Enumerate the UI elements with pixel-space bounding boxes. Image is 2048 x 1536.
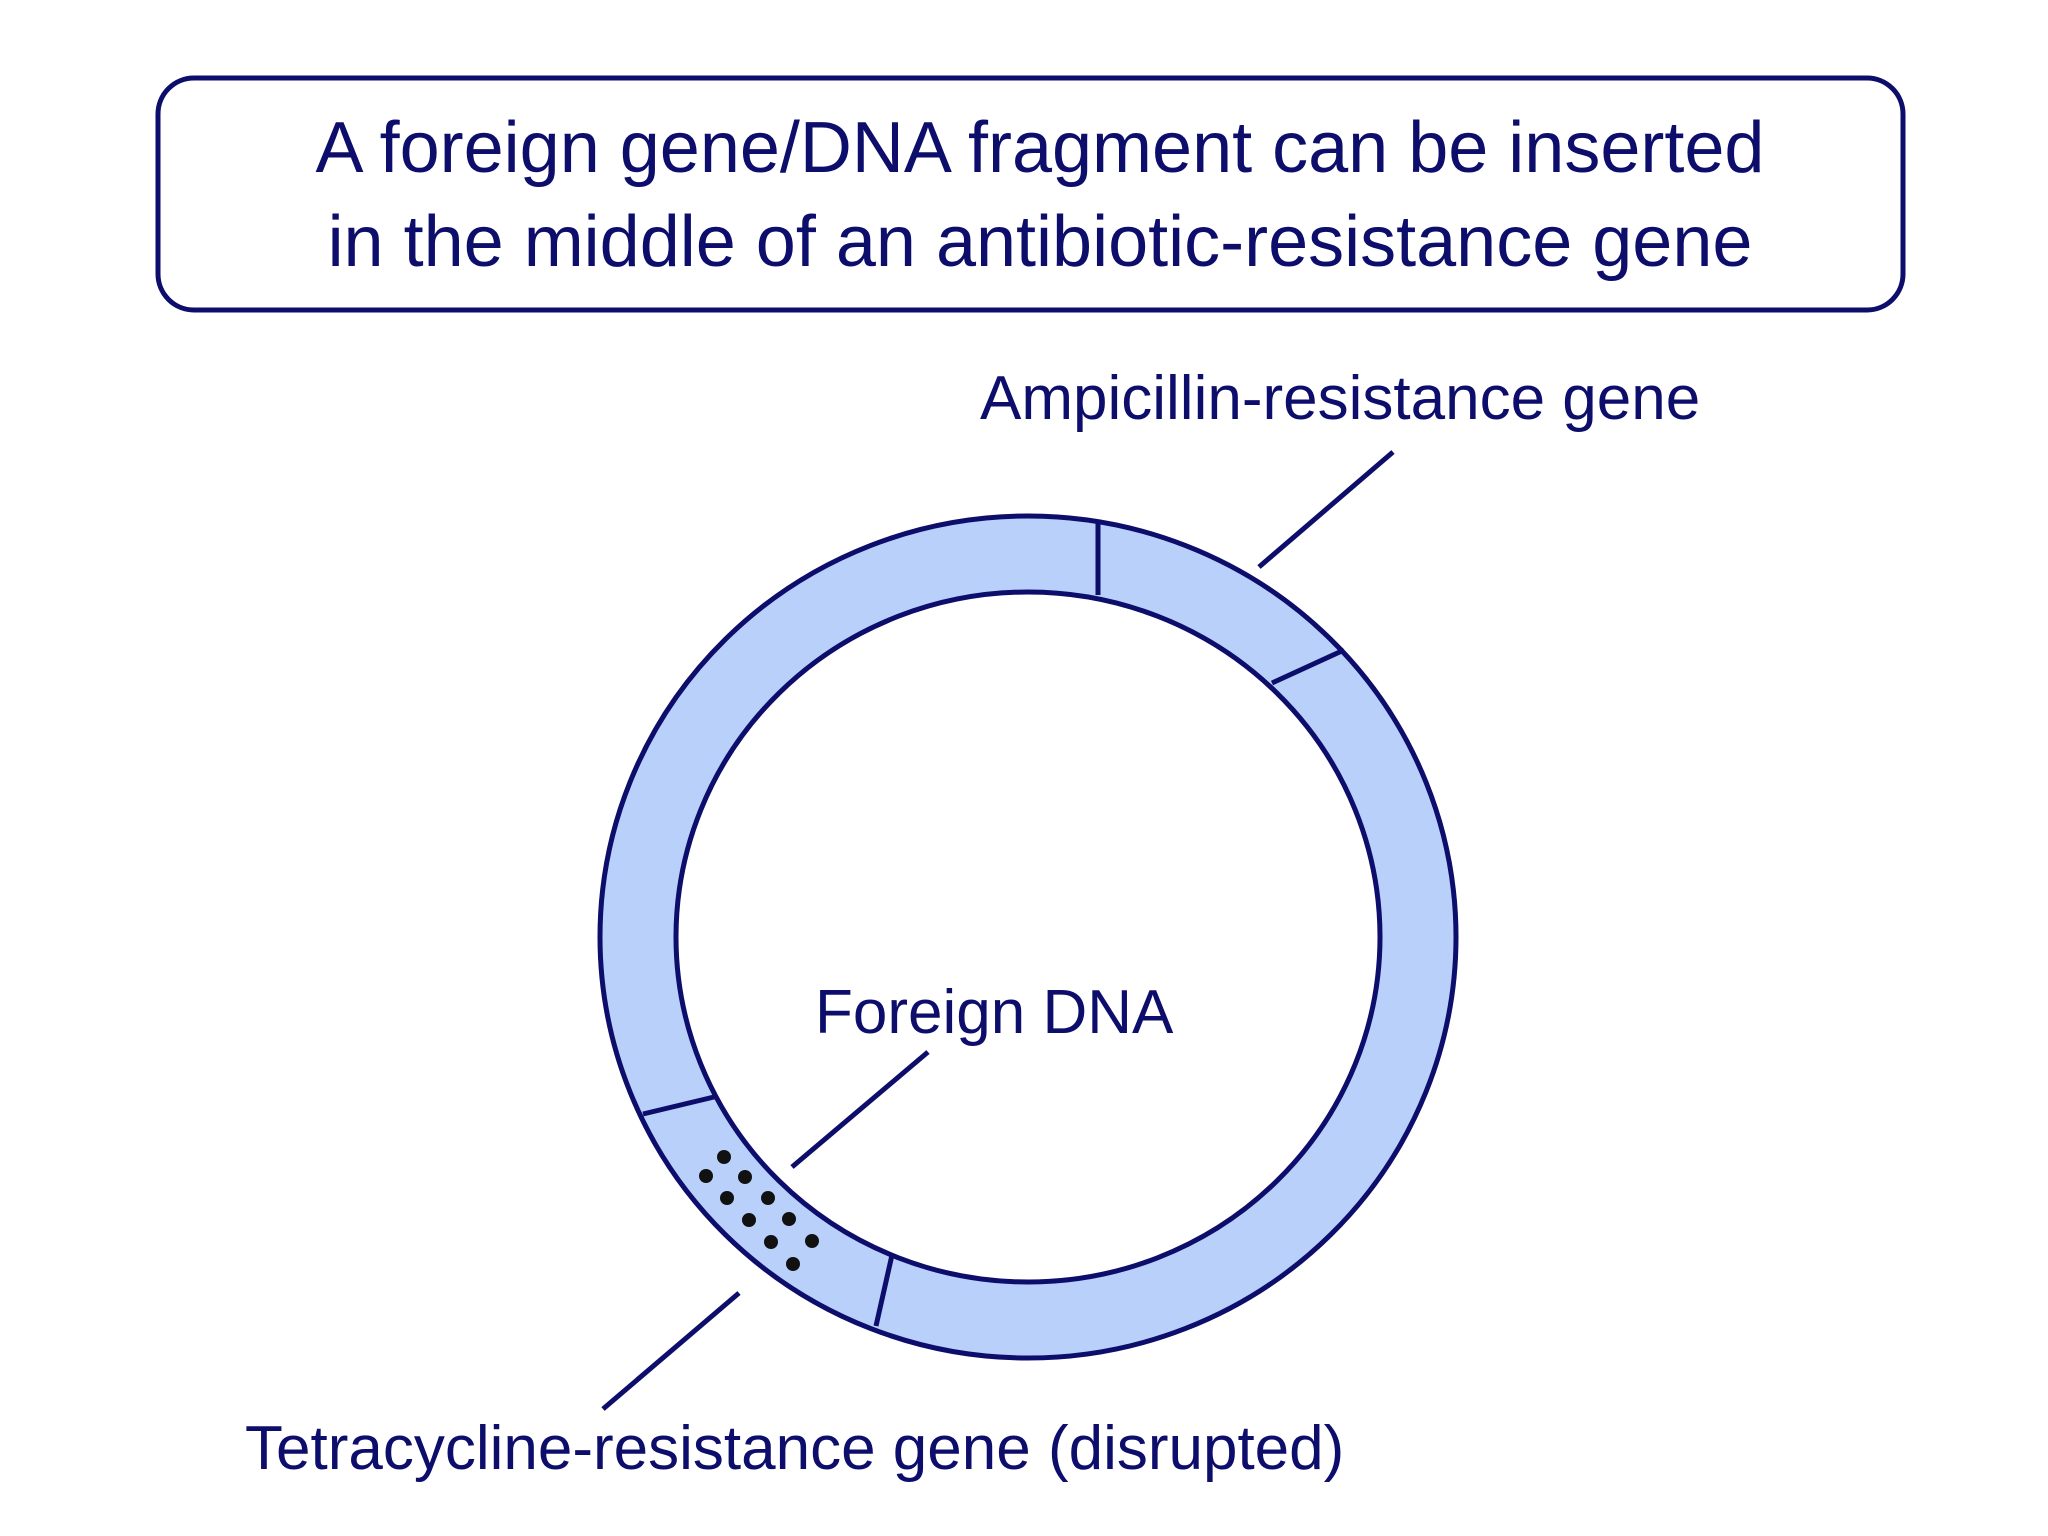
foreign-dna-dot (782, 1212, 796, 1226)
foreign-dna-dot (699, 1169, 713, 1183)
foreign-dna-dot (717, 1150, 731, 1164)
ampicillin-label: Ampicillin-resistance gene (980, 364, 1700, 433)
foreign-dna-dot (786, 1257, 800, 1271)
ampicillin-leader-line (1257, 450, 1395, 569)
plasmid-ring-inner (673, 589, 1383, 1285)
foreign-dna-dot (738, 1170, 752, 1184)
title-line-1: A foreign gene/DNA fragment can be inser… (316, 108, 1765, 188)
foreign-dna-dot (805, 1234, 819, 1248)
foreign-dna-dot (742, 1213, 756, 1227)
foreign-dna-dots (699, 1150, 819, 1271)
tetracycline-leader-line (601, 1291, 741, 1411)
tetracycline-label: Tetracycline-resistance gene (disrupted) (245, 1414, 1344, 1483)
foreign-dna-leader-line (790, 1050, 930, 1169)
title-box (155, 75, 1906, 313)
foreign-dna-dot (720, 1191, 734, 1205)
ampicillin-gene-boundary-end (1270, 647, 1346, 686)
title-line-2: in the middle of an antibiotic-resistanc… (328, 202, 1753, 282)
tetracycline-gene-boundary-start (642, 1094, 715, 1117)
foreign-dna-label: Foreign DNA (815, 978, 1174, 1047)
foreign-dna-dot (764, 1235, 778, 1249)
tetracycline-gene-boundary-end (873, 1254, 895, 1327)
foreign-dna-dot (761, 1191, 775, 1205)
